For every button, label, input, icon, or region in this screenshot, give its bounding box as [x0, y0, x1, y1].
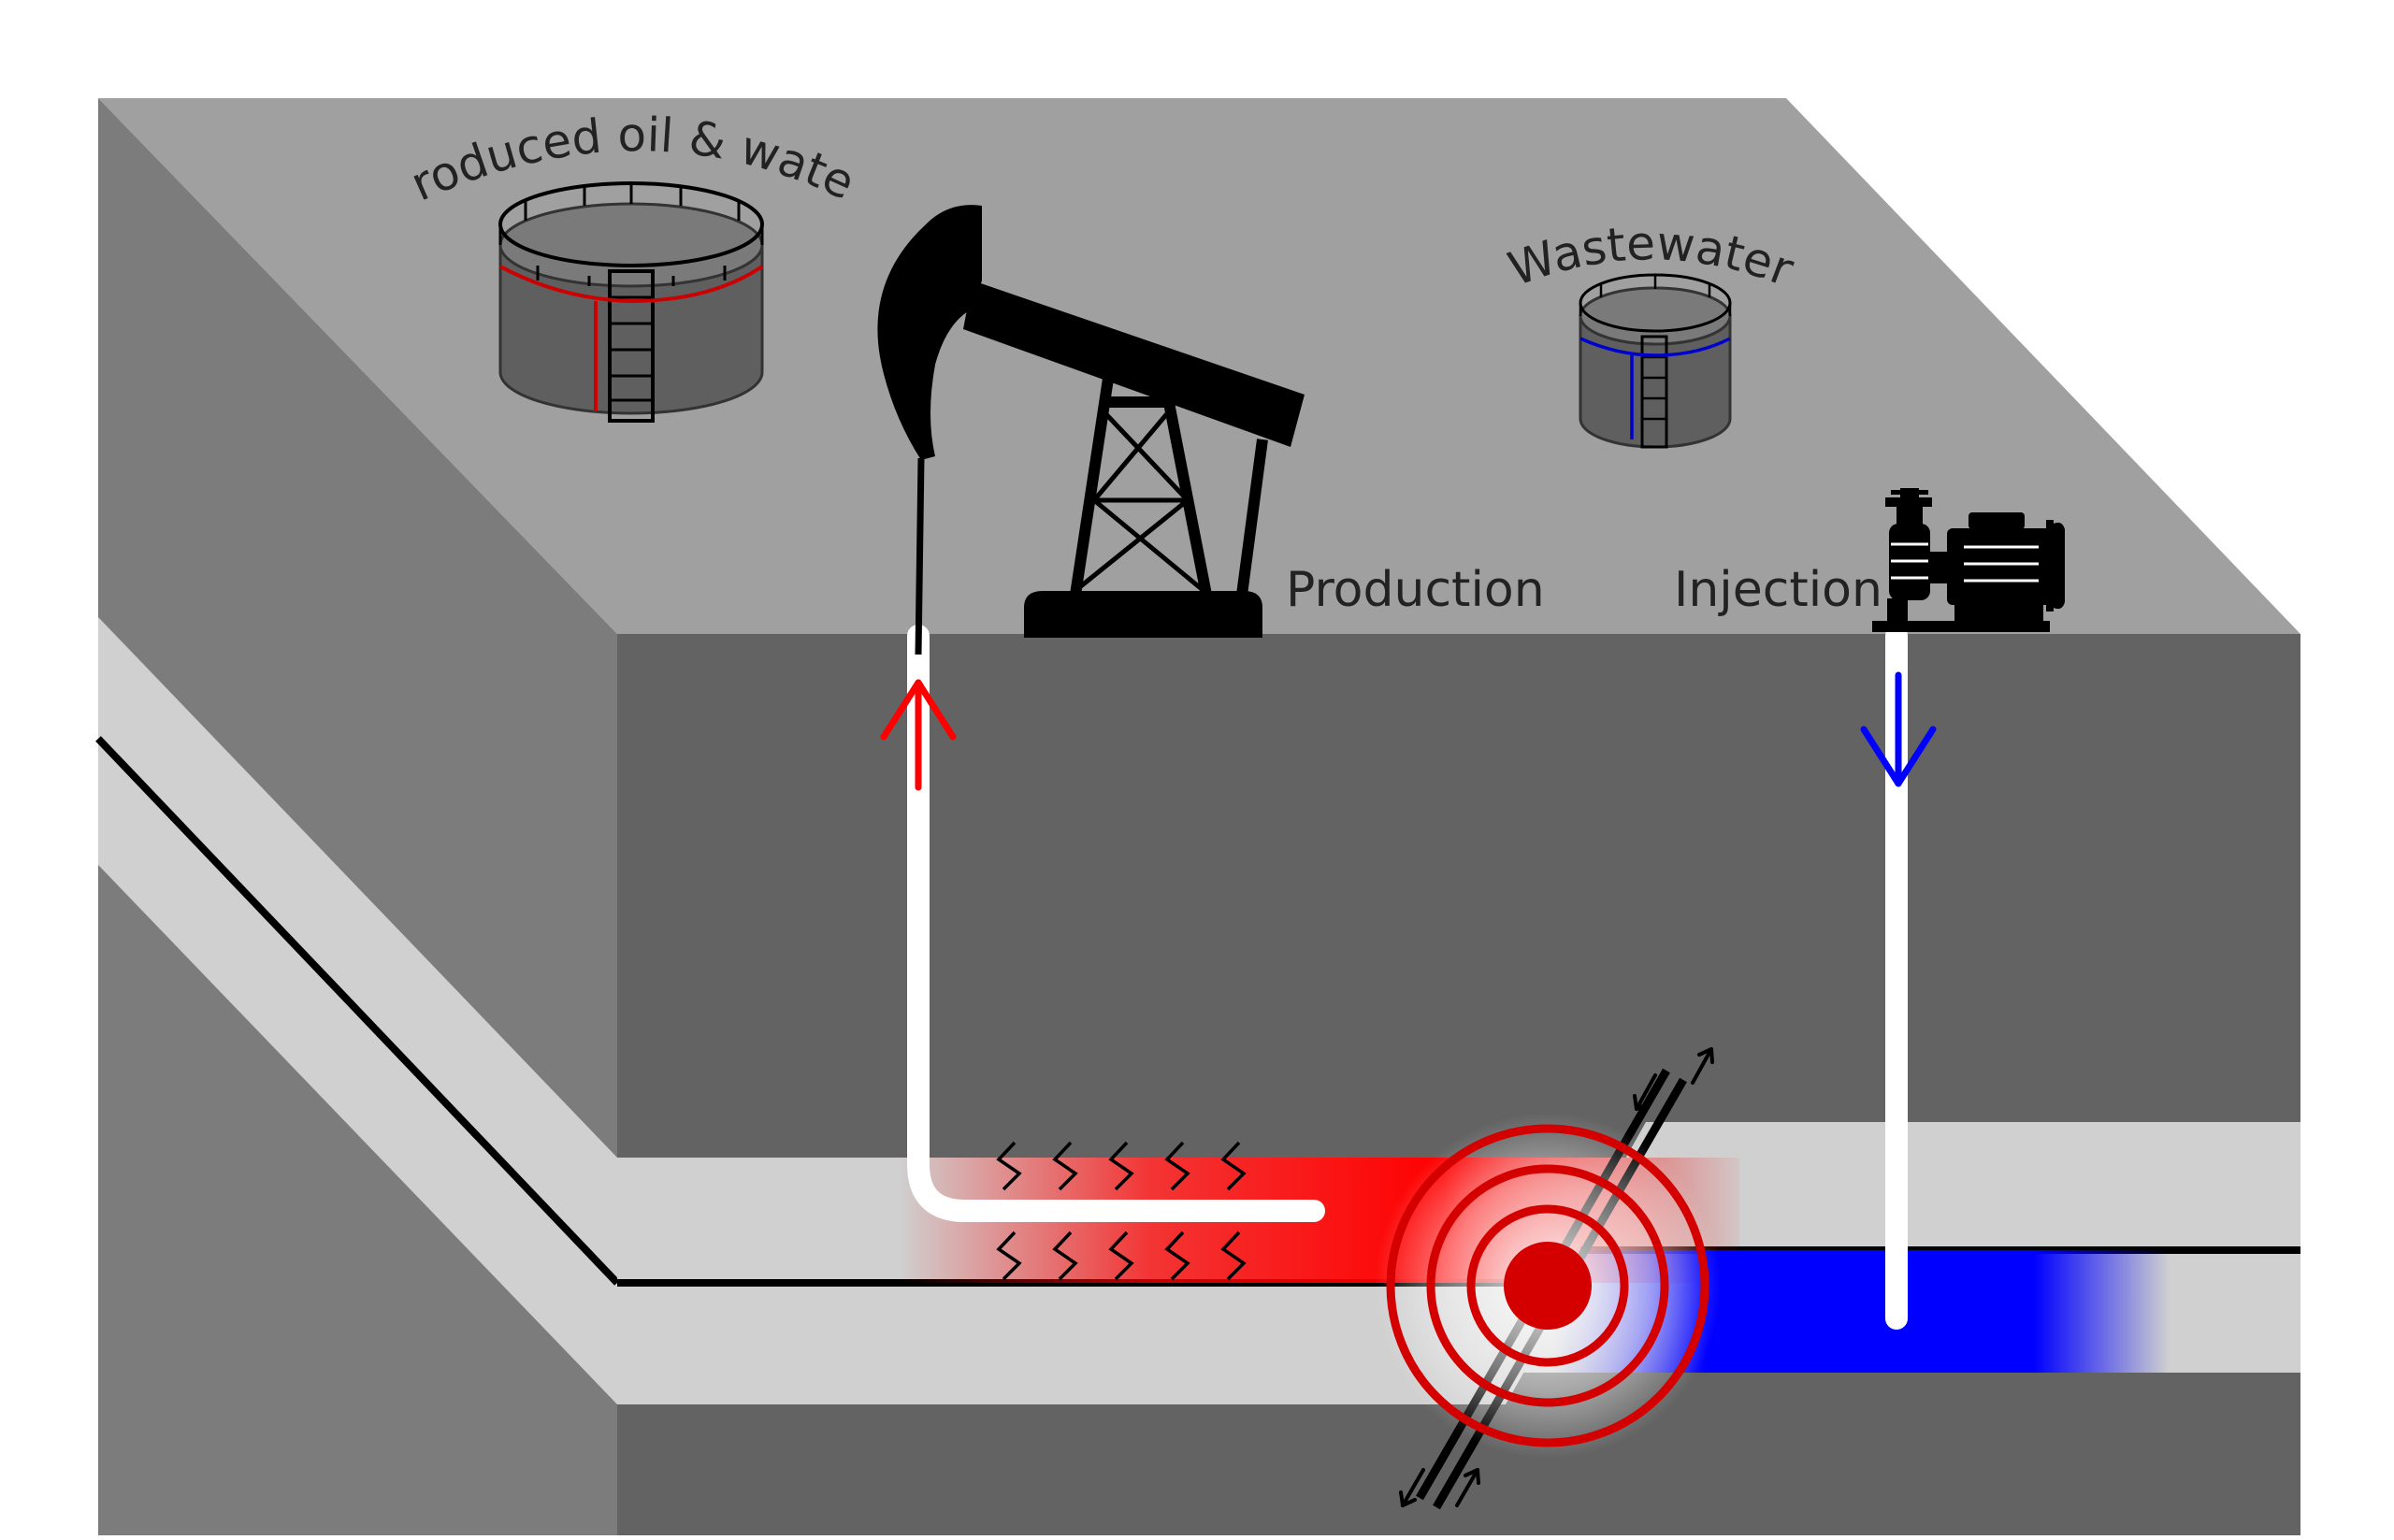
side-layer-boundary: [95, 736, 620, 1286]
production-well: [907, 625, 1325, 1222]
fault-slip-arrows-top-icon: [1633, 1047, 1714, 1111]
production-flow-arrow-icon: [880, 679, 957, 791]
rock-stress-marks-icon: [996, 1141, 1247, 1281]
wastewater-tank-icon: [1579, 273, 1732, 449]
injection-label: Injection: [1674, 562, 1882, 618]
fault-slip-arrows-bottom-icon: [1399, 1468, 1480, 1507]
injection-pump-icon: [1872, 488, 2065, 632]
injection-flow-arrow-icon: [1860, 671, 1937, 787]
earthquake-epicenter-icon: [1375, 1113, 1721, 1459]
pump-jack-icon: [877, 205, 1305, 655]
produced-oil-water-tank-icon: [498, 181, 764, 423]
production-label: Production: [1286, 562, 1545, 618]
